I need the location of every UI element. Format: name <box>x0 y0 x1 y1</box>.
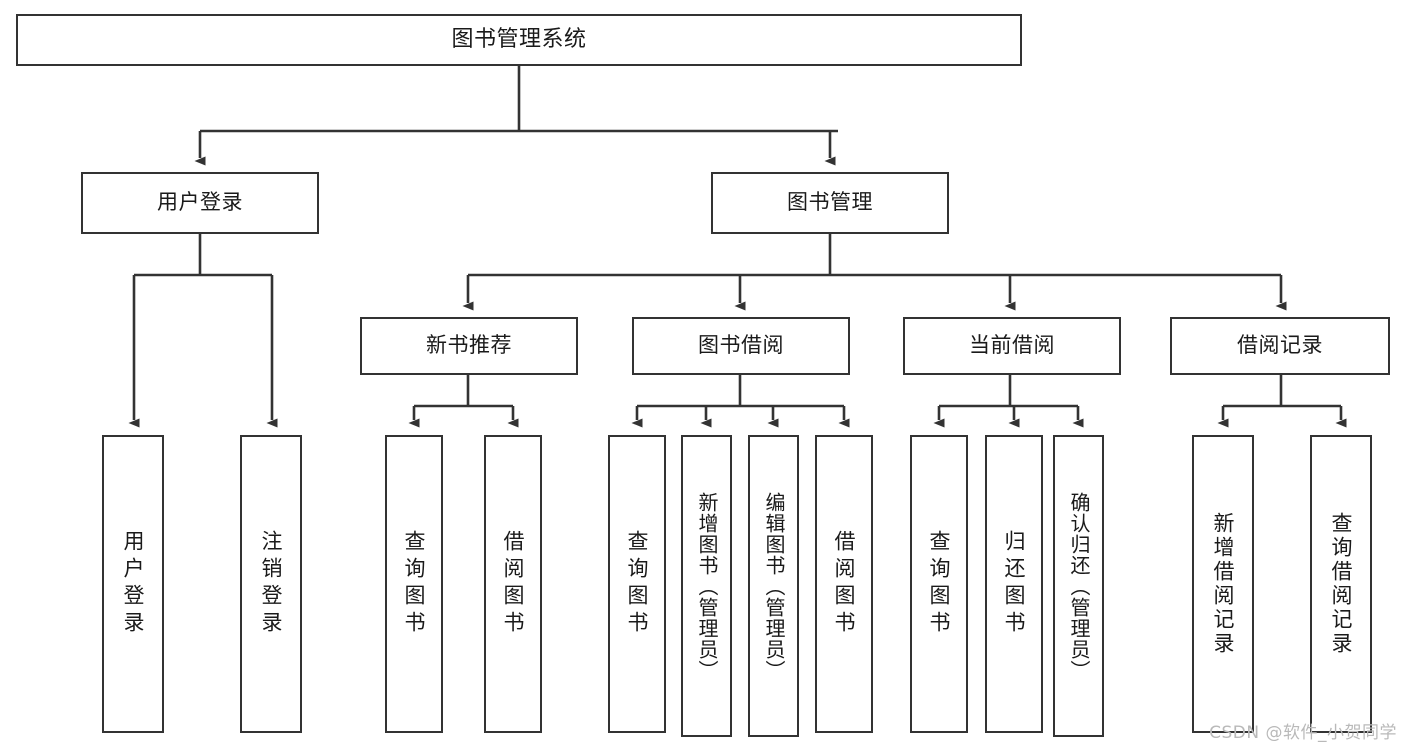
node-leaf-add-record[interactable]: 新增借阅记录 <box>1192 435 1254 733</box>
node-leaf-query-record[interactable]: 查询借阅记录 <box>1310 435 1372 733</box>
node-user-login-label: 用户登录 <box>157 190 243 215</box>
node-leaf-edit-book-label: 编辑图书（管理员） <box>762 491 786 681</box>
node-user-login[interactable]: 用户登录 <box>81 172 319 234</box>
node-leaf-confirm-return-label: 确认归还（管理员） <box>1067 491 1091 681</box>
node-book-management[interactable]: 图书管理 <box>711 172 949 234</box>
node-leaf-add-record-label: 新增借阅记录 <box>1211 512 1236 656</box>
node-leaf-add-book[interactable]: 新增图书（管理员） <box>681 435 732 737</box>
node-leaf-logout[interactable]: 注销登录 <box>240 435 302 733</box>
node-leaf-query-book-rec-label: 查询图书 <box>402 530 427 638</box>
node-borrow-record-label: 借阅记录 <box>1237 333 1323 358</box>
node-root[interactable]: 图书管理系统 <box>16 14 1022 66</box>
node-leaf-return-book-label: 归还图书 <box>1002 530 1027 638</box>
node-leaf-borrow-book-rec-label: 借阅图书 <box>501 530 526 638</box>
node-root-label: 图书管理系统 <box>451 26 587 52</box>
node-current-borrow-label: 当前借阅 <box>969 333 1055 358</box>
node-leaf-confirm-return[interactable]: 确认归还（管理员） <box>1053 435 1104 737</box>
node-leaf-logout-label: 注销登录 <box>259 530 284 638</box>
node-book-borrow[interactable]: 图书借阅 <box>632 317 850 375</box>
node-leaf-query-record-label: 查询借阅记录 <box>1329 512 1354 656</box>
node-leaf-user-login-label: 用户登录 <box>121 530 146 638</box>
node-new-book-recommend-label: 新书推荐 <box>426 333 512 358</box>
node-leaf-borrow-book-rec[interactable]: 借阅图书 <box>484 435 542 733</box>
node-leaf-query-book-cur[interactable]: 查询图书 <box>910 435 968 733</box>
node-leaf-query-book-rec[interactable]: 查询图书 <box>385 435 443 733</box>
node-leaf-query-book-cur-label: 查询图书 <box>927 530 952 638</box>
node-book-management-label: 图书管理 <box>787 190 873 215</box>
node-leaf-user-login[interactable]: 用户登录 <box>102 435 164 733</box>
node-leaf-edit-book[interactable]: 编辑图书（管理员） <box>748 435 799 737</box>
node-leaf-query-book-borrow-label: 查询图书 <box>625 530 650 638</box>
node-book-borrow-label: 图书借阅 <box>698 333 784 358</box>
csdn-watermark: CSDN @软件_小贺同学 <box>1209 723 1397 743</box>
node-leaf-borrow-book-label: 借阅图书 <box>832 530 857 638</box>
node-borrow-record[interactable]: 借阅记录 <box>1170 317 1390 375</box>
node-leaf-query-book-borrow[interactable]: 查询图书 <box>608 435 666 733</box>
node-current-borrow[interactable]: 当前借阅 <box>903 317 1121 375</box>
node-leaf-return-book[interactable]: 归还图书 <box>985 435 1043 733</box>
node-leaf-borrow-book[interactable]: 借阅图书 <box>815 435 873 733</box>
node-new-book-recommend[interactable]: 新书推荐 <box>360 317 578 375</box>
node-leaf-add-book-label: 新增图书（管理员） <box>695 491 719 681</box>
